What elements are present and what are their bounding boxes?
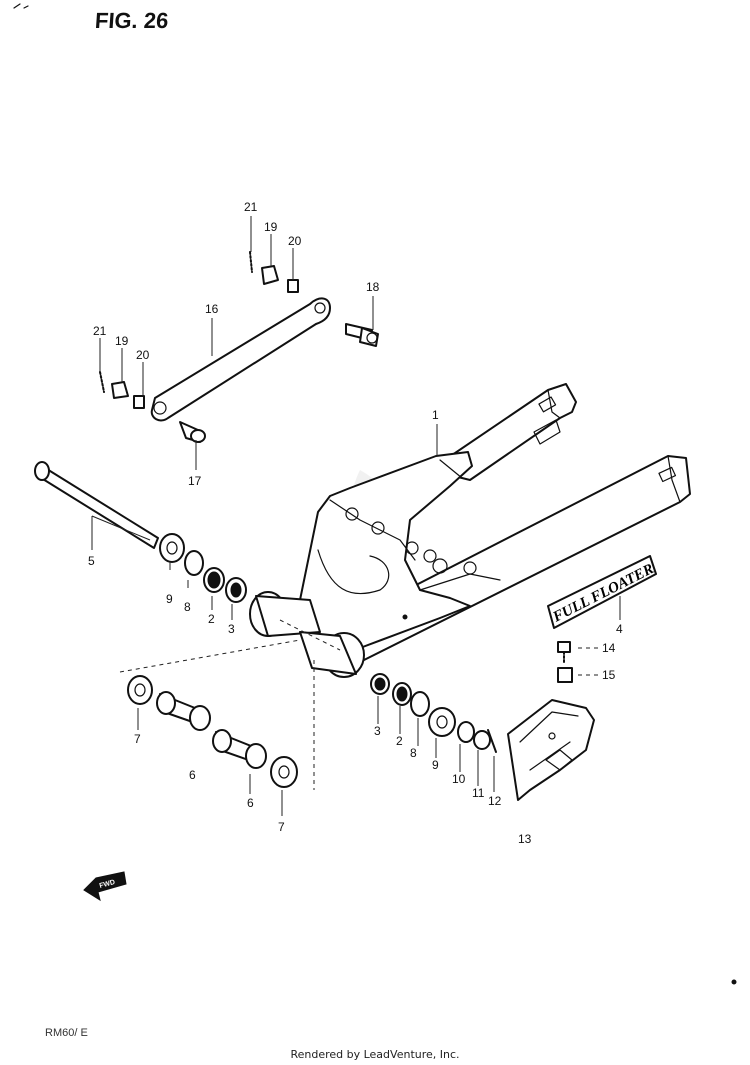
fwd-arrow-label: FWD [99, 879, 116, 890]
footer-credit: Rendered by LeadVenture, Inc. [290, 1048, 460, 1061]
fastener-set-lower [99, 371, 145, 409]
bushing-stack-upper [159, 533, 247, 603]
model-code: RM60/ E [45, 1027, 88, 1039]
bolt-part-18 [345, 323, 379, 347]
callout-15: 15 [602, 668, 616, 682]
callout-8: 8 [184, 600, 191, 614]
spacer-stack-lower [127, 675, 298, 788]
callout-7: 7 [278, 820, 285, 834]
callout-17: 17 [188, 474, 202, 488]
stray-mark [731, 979, 737, 985]
callout-10: 10 [452, 772, 466, 786]
callout-1: 1 [432, 408, 439, 422]
callout-21: 21 [93, 324, 107, 338]
swingarm-part-1 [249, 383, 691, 678]
callout-7: 7 [134, 732, 141, 746]
callout-21: 21 [244, 200, 258, 214]
callout-6: 6 [247, 796, 254, 810]
bolt-part-17 [179, 421, 206, 443]
callout-5: 5 [88, 554, 95, 568]
callout-2: 2 [208, 612, 215, 626]
callout-16: 16 [205, 302, 219, 316]
bushing-stack-right [370, 673, 497, 753]
callout-18: 18 [366, 280, 380, 294]
full-floater-badge-part-4: FULL FLOATER [547, 555, 657, 629]
pivot-shaft-part-5 [34, 461, 159, 549]
stray-mark-top [13, 3, 29, 9]
nut-part-15 [557, 667, 573, 683]
fwd-arrow-icon: FWD [83, 871, 127, 902]
callout-9: 9 [166, 592, 173, 606]
callout-4: 4 [616, 622, 623, 636]
screw-part-14 [557, 641, 571, 665]
callout-6: 6 [189, 768, 196, 782]
callout-3: 3 [374, 724, 381, 738]
callout-12: 12 [488, 794, 502, 808]
callout-11: 11 [472, 786, 485, 800]
callout-19: 19 [264, 220, 278, 234]
callout-9: 9 [432, 758, 439, 772]
chain-guide-part-13 [507, 699, 595, 801]
callout-2: 2 [396, 734, 403, 748]
callout-20: 20 [136, 348, 150, 362]
fastener-set-upper [249, 251, 299, 293]
callout-20: 20 [288, 234, 302, 248]
callout-19: 19 [115, 334, 129, 348]
callout-13: 13 [518, 832, 532, 846]
callout-3: 3 [228, 622, 235, 636]
badge-text: FULL FLOATER [550, 561, 657, 626]
callout-8: 8 [410, 746, 417, 760]
leader-lines [91, 216, 621, 816]
callout-14: 14 [602, 641, 616, 655]
linkage-rod-part-16 [150, 297, 331, 422]
